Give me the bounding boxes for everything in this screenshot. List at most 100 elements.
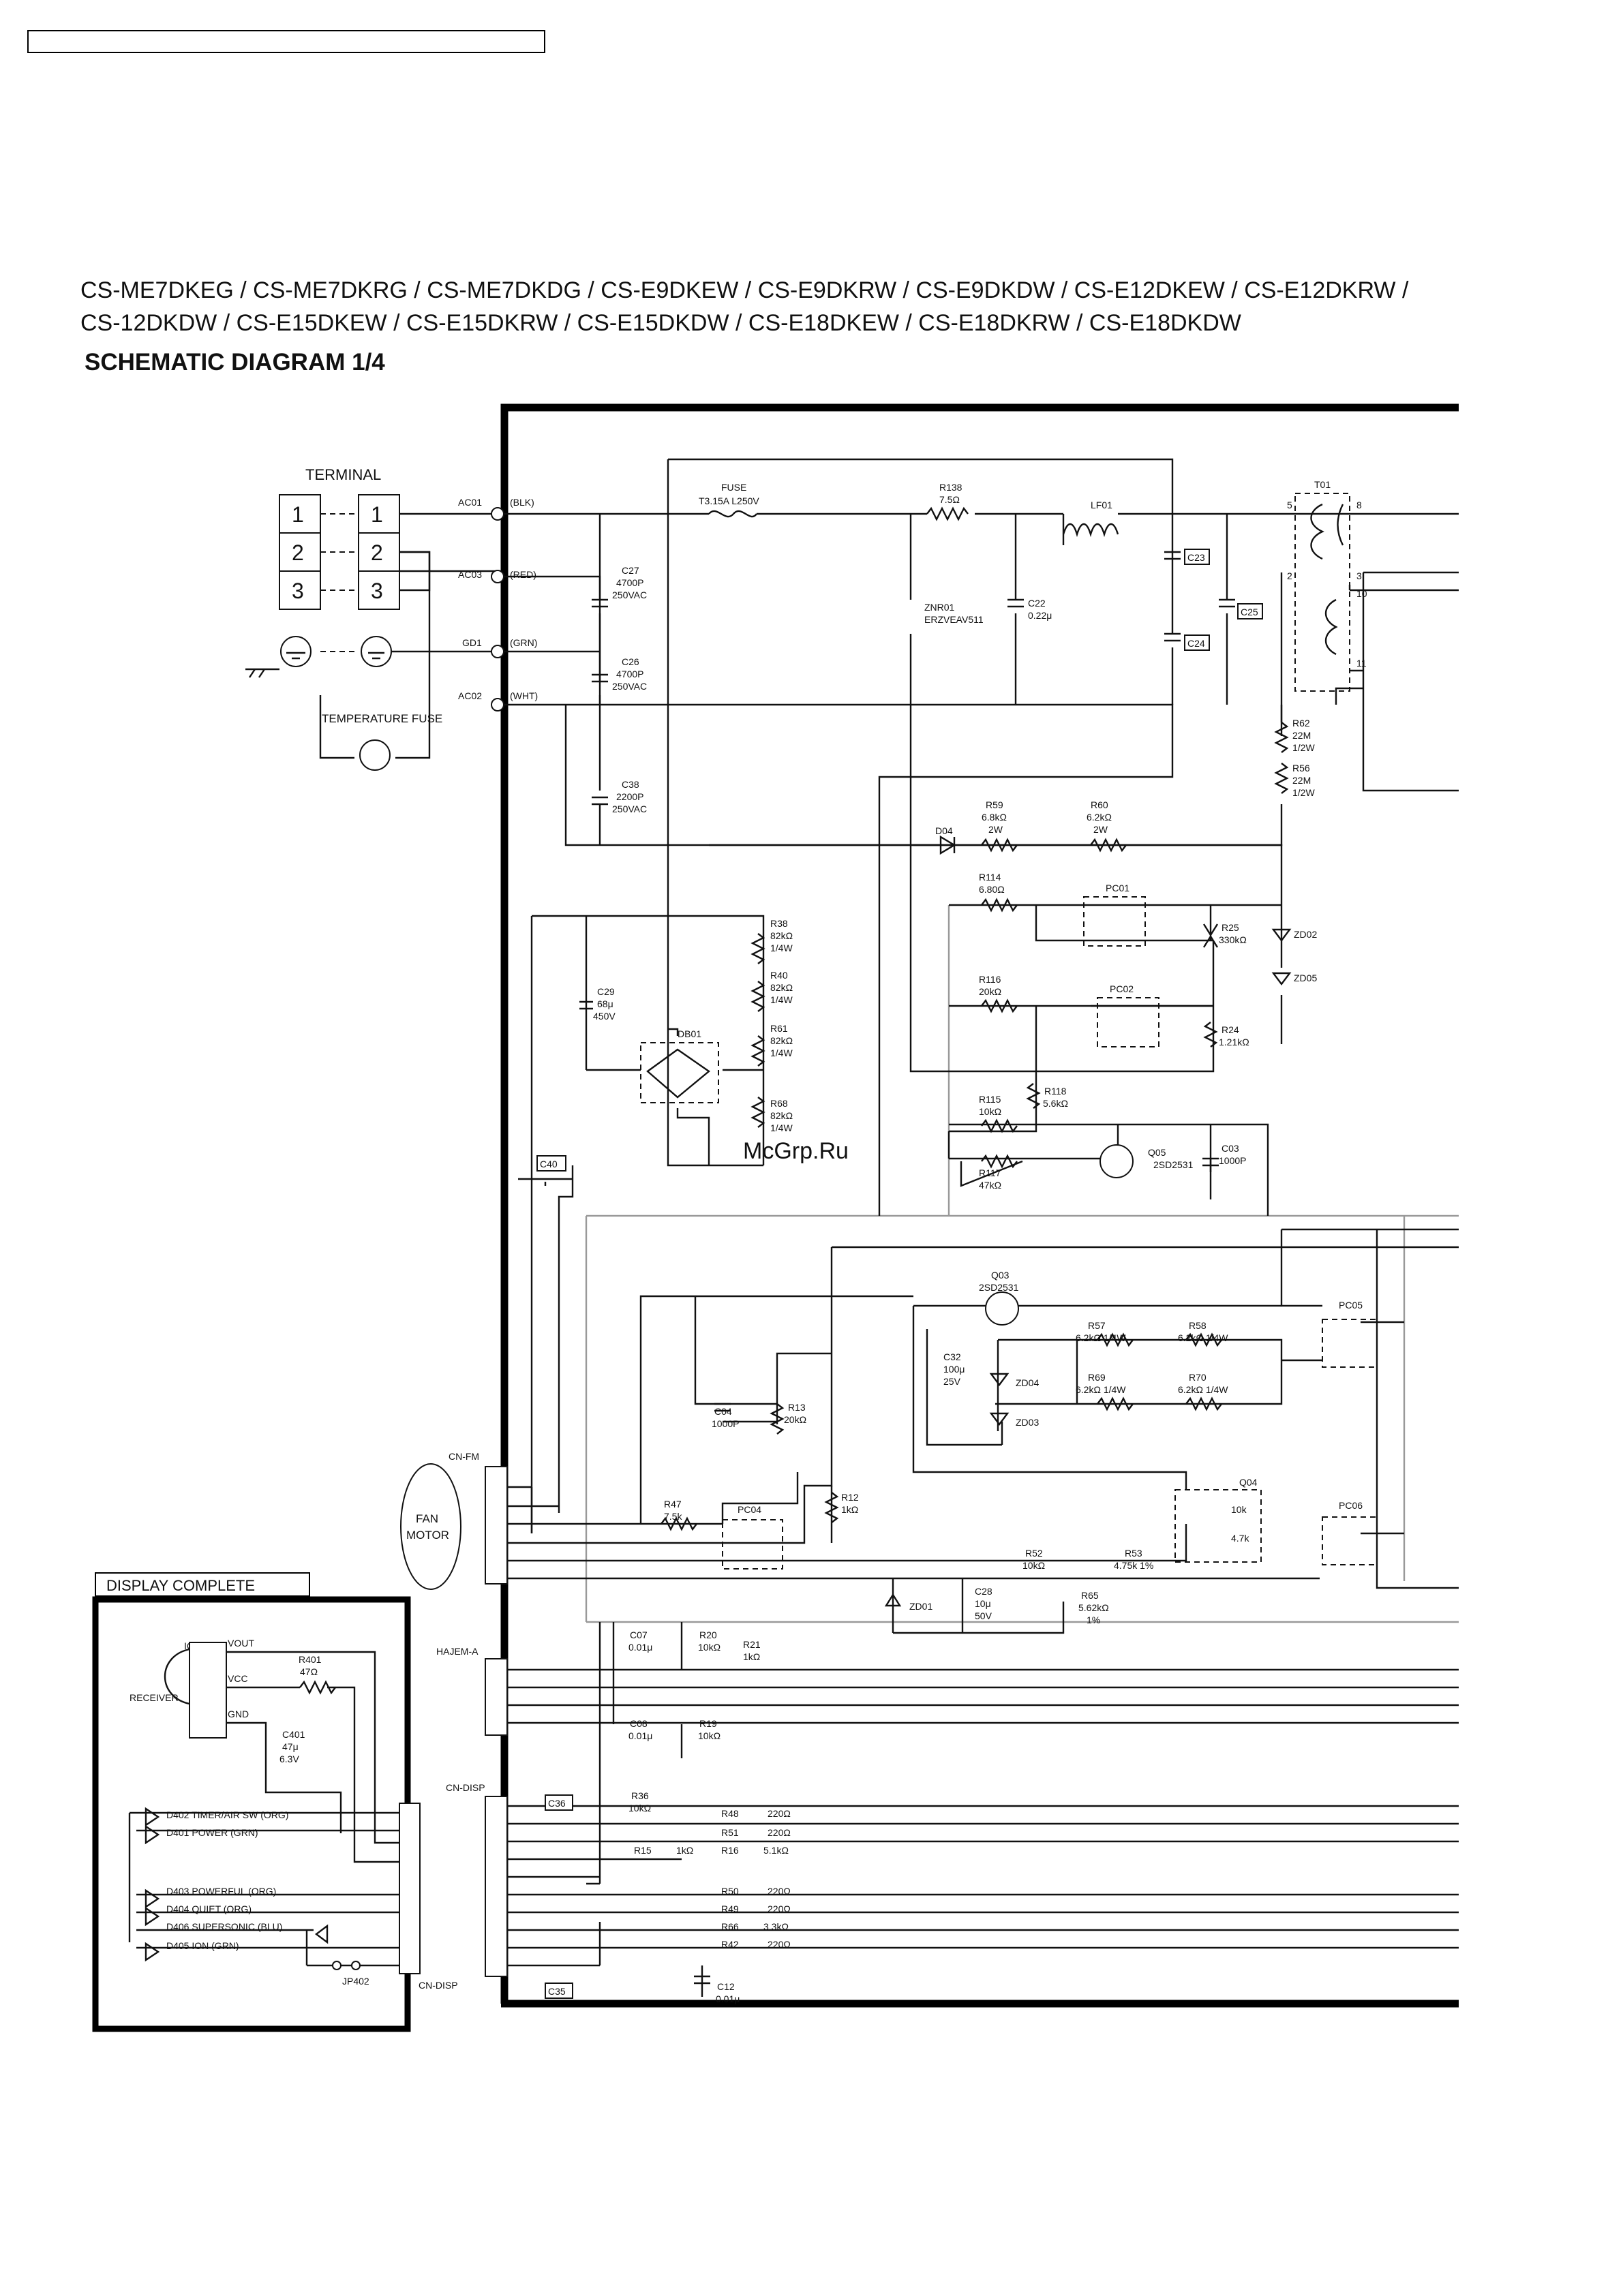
svg-text:R65: R65 bbox=[1081, 1590, 1099, 1601]
svg-text:Q04: Q04 bbox=[1239, 1477, 1258, 1488]
svg-text:1kΩ: 1kΩ bbox=[676, 1845, 693, 1856]
svg-text:1/2W: 1/2W bbox=[1292, 742, 1315, 753]
svg-text:CN-FM: CN-FM bbox=[449, 1451, 479, 1462]
svg-text:ZD04: ZD04 bbox=[1016, 1377, 1039, 1388]
svg-text:1kΩ: 1kΩ bbox=[743, 1651, 760, 1662]
svg-text:6.2kΩ: 6.2kΩ bbox=[1087, 812, 1112, 823]
pc06-optocoupler bbox=[1322, 1516, 1378, 1565]
svg-text:T3.15A L250V: T3.15A L250V bbox=[699, 495, 759, 506]
svg-text:10kΩ: 10kΩ bbox=[628, 1803, 651, 1813]
svg-text:1/2W: 1/2W bbox=[1292, 787, 1315, 798]
svg-text:R21: R21 bbox=[743, 1639, 761, 1650]
svg-text:C32: C32 bbox=[943, 1351, 961, 1362]
svg-text:(WHT): (WHT) bbox=[510, 690, 538, 701]
d04-symbol bbox=[939, 835, 956, 855]
svg-text:C24: C24 bbox=[1187, 638, 1205, 649]
svg-text:47kΩ: 47kΩ bbox=[979, 1180, 1001, 1191]
svg-text:11: 11 bbox=[1356, 658, 1367, 669]
svg-text:CN-DISP: CN-DISP bbox=[446, 1782, 485, 1793]
svg-text:R48: R48 bbox=[721, 1808, 739, 1819]
svg-text:2: 2 bbox=[1287, 570, 1292, 581]
svg-text:7.5Ω: 7.5Ω bbox=[939, 494, 960, 505]
rectifier-area bbox=[518, 915, 765, 1533]
svg-text:RECEIVER: RECEIVER bbox=[130, 1692, 179, 1703]
svg-text:R38: R38 bbox=[770, 918, 788, 929]
terminal-block: TERMINAL 123 123 TEMPERATURE FUSE bbox=[245, 466, 498, 771]
svg-text:6.2kΩ 1/4W: 6.2kΩ 1/4W bbox=[1076, 1332, 1126, 1343]
svg-text:(RED): (RED) bbox=[510, 569, 536, 580]
svg-text:5.1kΩ: 5.1kΩ bbox=[763, 1845, 789, 1856]
svg-text:Q05: Q05 bbox=[1148, 1147, 1166, 1158]
svg-text:5: 5 bbox=[1287, 500, 1292, 510]
svg-text:ZD02: ZD02 bbox=[1294, 929, 1317, 940]
svg-text:R24: R24 bbox=[1222, 1024, 1239, 1035]
svg-text:2W: 2W bbox=[988, 824, 1003, 835]
svg-text:ZNR01: ZNR01 bbox=[924, 602, 955, 613]
svg-text:C23: C23 bbox=[1187, 552, 1205, 563]
svg-text:6.2kΩ 1/4W: 6.2kΩ 1/4W bbox=[1076, 1384, 1126, 1395]
ac-input-wiring bbox=[504, 458, 1459, 1216]
svg-text:2: 2 bbox=[292, 540, 304, 565]
svg-text:C27: C27 bbox=[622, 565, 639, 576]
svg-text:6.3V: 6.3V bbox=[279, 1754, 299, 1764]
ground-net bbox=[585, 905, 1459, 1623]
led-ion: D405 ION (GRN) bbox=[166, 1940, 239, 1951]
svg-text:R61: R61 bbox=[770, 1023, 788, 1034]
led-supersonic: D406 SUPERSONIC (BLU) bbox=[166, 1921, 282, 1932]
svg-text:82kΩ: 82kΩ bbox=[770, 1110, 793, 1121]
svg-text:R57: R57 bbox=[1088, 1320, 1106, 1331]
led-quiet: D404 QUIET (ORG) bbox=[166, 1903, 252, 1914]
svg-text:220Ω: 220Ω bbox=[768, 1903, 791, 1914]
svg-text:PC02: PC02 bbox=[1110, 983, 1134, 994]
svg-text:R25: R25 bbox=[1222, 922, 1239, 933]
svg-text:FUSE: FUSE bbox=[721, 482, 746, 493]
svg-text:10μ: 10μ bbox=[975, 1598, 991, 1609]
svg-text:3: 3 bbox=[292, 579, 304, 603]
svg-text:1/4W: 1/4W bbox=[770, 1047, 793, 1058]
svg-text:6.2kΩ 1/4W: 6.2kΩ 1/4W bbox=[1178, 1332, 1228, 1343]
svg-text:R401: R401 bbox=[299, 1654, 322, 1665]
svg-text:R116: R116 bbox=[979, 974, 1001, 985]
svg-text:1/4W: 1/4W bbox=[770, 943, 793, 953]
svg-text:250VAC: 250VAC bbox=[612, 803, 647, 814]
svg-text:C29: C29 bbox=[597, 986, 615, 997]
svg-text:R66: R66 bbox=[721, 1921, 739, 1932]
svg-text:7.5k: 7.5k bbox=[664, 1511, 682, 1522]
pc04-optocoupler bbox=[722, 1519, 783, 1570]
svg-text:20kΩ: 20kΩ bbox=[784, 1414, 806, 1425]
svg-text:R19: R19 bbox=[699, 1718, 717, 1729]
svg-text:2200P: 2200P bbox=[616, 791, 643, 802]
svg-text:250VAC: 250VAC bbox=[612, 681, 647, 692]
svg-text:0.01μ: 0.01μ bbox=[716, 1993, 740, 2004]
transformer-t01 bbox=[1294, 493, 1350, 692]
svg-text:C04: C04 bbox=[714, 1406, 732, 1417]
svg-text:R114: R114 bbox=[979, 872, 1001, 883]
svg-text:R62: R62 bbox=[1292, 718, 1310, 729]
svg-text:3: 3 bbox=[1356, 570, 1362, 581]
svg-text:10kΩ: 10kΩ bbox=[698, 1642, 721, 1653]
svg-text:C36: C36 bbox=[548, 1798, 566, 1809]
display-board-title: DISPLAY COMPLETE bbox=[106, 1577, 255, 1594]
svg-text:6.2kΩ 1/4W: 6.2kΩ 1/4W bbox=[1178, 1384, 1228, 1395]
svg-text:R118: R118 bbox=[1044, 1086, 1067, 1097]
watermark: McGrp.Ru bbox=[743, 1138, 849, 1164]
svg-text:R49: R49 bbox=[721, 1903, 739, 1914]
jp402-jumper: JP402 bbox=[342, 1976, 369, 1987]
led-timer-air-sw: D402 TIMER/AIR SW (ORG) bbox=[166, 1809, 288, 1820]
svg-text:R70: R70 bbox=[1189, 1372, 1207, 1383]
svg-text:10kΩ: 10kΩ bbox=[1022, 1560, 1045, 1571]
svg-text:220Ω: 220Ω bbox=[768, 1808, 791, 1819]
svg-text:C22: C22 bbox=[1028, 598, 1046, 609]
svg-text:100μ: 100μ bbox=[943, 1364, 965, 1375]
svg-text:R52: R52 bbox=[1025, 1548, 1043, 1559]
svg-text:1000P: 1000P bbox=[712, 1418, 739, 1429]
svg-text:82kΩ: 82kΩ bbox=[770, 982, 793, 993]
net-ac03: AC03 bbox=[458, 569, 482, 580]
q05-transistor bbox=[1099, 1144, 1134, 1178]
q03-section bbox=[694, 1228, 1459, 1589]
svg-text:450V: 450V bbox=[593, 1011, 616, 1022]
fuse-symbol bbox=[708, 510, 757, 518]
pc01-optocoupler bbox=[1083, 896, 1146, 947]
svg-text:D04: D04 bbox=[935, 825, 953, 836]
svg-text:4.75k 1%: 4.75k 1% bbox=[1114, 1560, 1153, 1571]
